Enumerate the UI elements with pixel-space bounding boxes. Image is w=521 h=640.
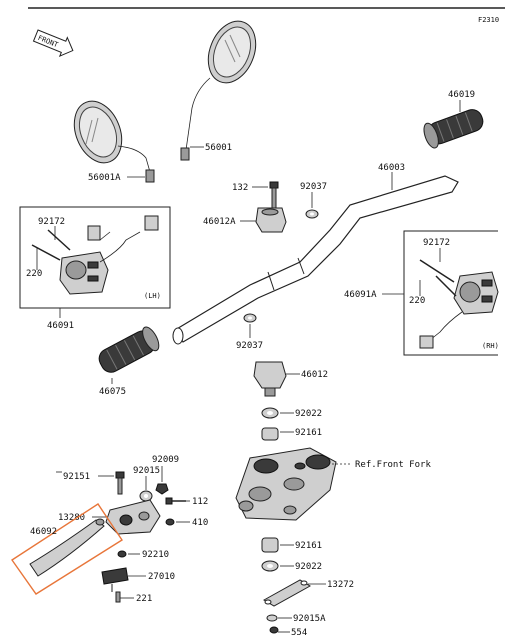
label-27010: 27010 [148,572,175,582]
label-46012a: 46012A [203,217,236,227]
label-92037-top: 92037 [300,182,327,192]
mirror-56001 [180,20,257,161]
washer-92037-bottom [243,313,257,323]
label-554: 554 [291,628,307,638]
clamp-46012a [255,207,287,233]
plate-13272 [263,579,311,607]
washer-92037-top [305,209,319,219]
label-112: 112 [192,497,208,507]
label-132: 132 [232,183,248,193]
screw-221 [115,591,121,603]
washer-92022-top [261,407,279,419]
label-56001a: 56001A [88,173,121,183]
figure-code: F2310 [478,16,499,24]
label-410: 410 [192,518,208,528]
label-46003: 46003 [378,163,405,173]
label-46092: 46092 [30,527,57,537]
label-92022-bottom: 92022 [295,562,322,572]
clamp-46012 [253,361,287,397]
cap-410 [165,518,175,526]
upper-triple-clamp [235,447,337,521]
rh-switch-group: (RH) [403,230,499,356]
label-46091: 46091 [47,321,74,331]
label-92161-bottom: 92161 [295,541,322,551]
label-46075: 46075 [99,387,126,397]
switch-27010 [101,567,129,592]
nut-92009 [155,483,169,495]
label-92172-lh: 92172 [38,217,65,227]
bolt-132 [269,181,279,211]
label-46012: 46012 [301,370,328,380]
grip-46075 [98,326,160,373]
damper-92161-top [261,427,279,441]
label-92172-rh: 92172 [423,238,450,248]
holder-13280 [105,499,161,535]
lh-switch-group: (LH) [19,206,171,309]
bolt-92151 [115,471,125,495]
label-ref-front-fork: Ref.Front Fork [355,460,431,470]
label-221: 221 [136,594,152,604]
damper-92161-bottom [261,537,279,553]
lever-46092-highlight [11,503,123,595]
rh-label: (RH) [482,342,499,350]
label-220-rh: 220 [409,296,425,306]
label-46091a: 46091A [344,290,377,300]
lh-label: (LH) [144,292,161,300]
label-92015a: 92015A [293,614,326,624]
label-56001: 56001 [205,143,232,153]
label-92022-top: 92022 [295,409,322,419]
label-220-lh: 220 [26,269,42,279]
grommet-92015a [266,614,278,622]
label-13280: 13280 [58,513,85,523]
label-92161-top: 92161 [295,428,322,438]
screw-554 [269,626,279,634]
front-arrow-icon: FRONT [32,29,74,58]
grip-46019 [423,109,484,149]
washer-92022-bottom [261,560,279,572]
mirror-56001a [73,100,155,183]
label-92210: 92210 [142,550,169,560]
label-13272: 13272 [327,580,354,590]
label-46019: 46019 [448,90,475,100]
handlebar-46003 [172,175,459,345]
nut-92210 [117,550,127,558]
label-92015: 92015 [133,466,160,476]
label-92037-bottom: 92037 [236,341,263,351]
label-92151: 92151 [63,472,90,482]
label-92009: 92009 [152,455,179,465]
